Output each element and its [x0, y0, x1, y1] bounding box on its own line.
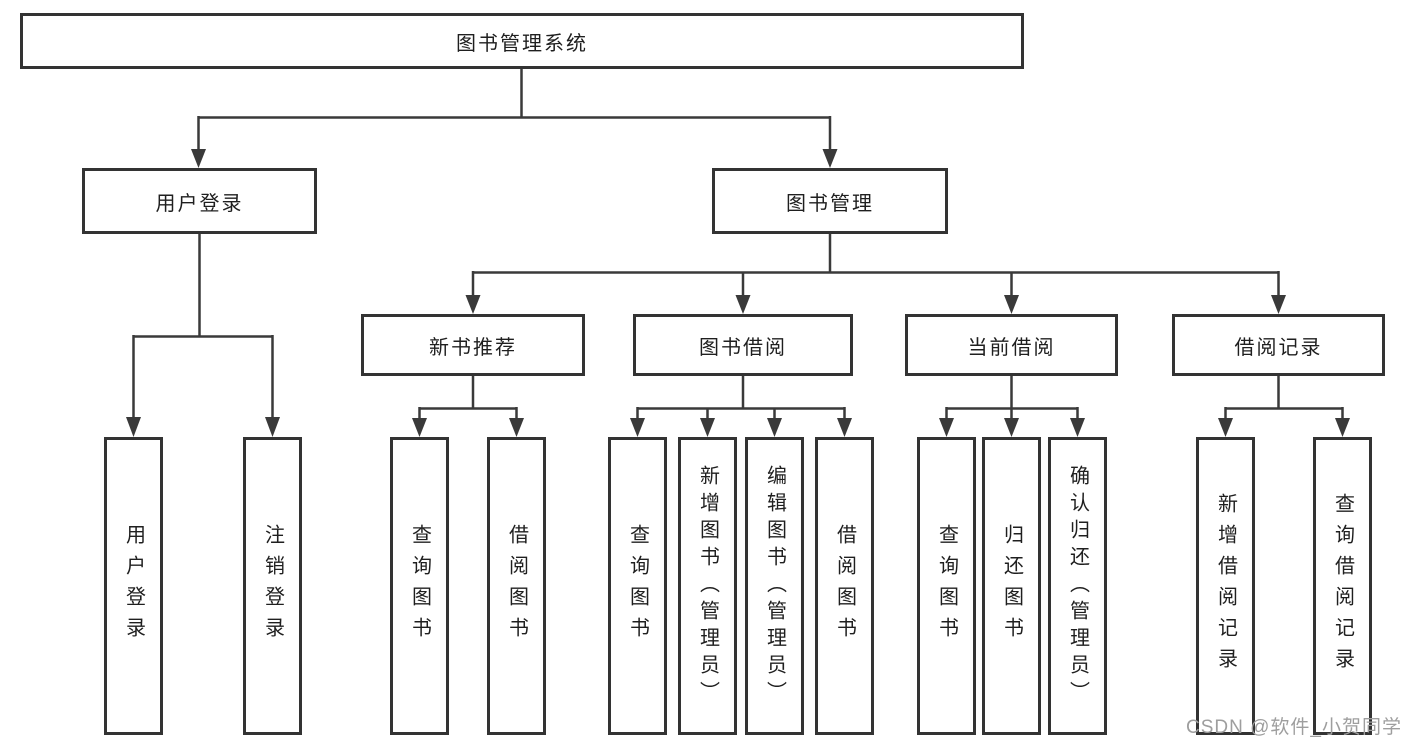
leaf-user-login-label: 用户登录	[122, 524, 145, 648]
connector-borrow-split	[636, 376, 846, 421]
leaf-add-borrow-record-label: 新增借阅记录	[1214, 493, 1237, 679]
leaf-logout-login: 注销登录	[243, 437, 302, 735]
leaf-confirm-return-admin-label: 确认归还（管理员）	[1066, 464, 1089, 708]
leaf-query-books-current: 查询图书	[917, 437, 976, 735]
leaf-add-borrow-record: 新增借阅记录	[1196, 437, 1255, 735]
node-current-borrow: 当前借阅	[905, 314, 1118, 376]
leaf-logout-login-label: 注销登录	[261, 524, 284, 648]
leaf-add-books-admin-label: 新增图书（管理员）	[696, 464, 719, 708]
leaf-query-borrow-record-label: 查询借阅记录	[1331, 493, 1354, 679]
connector-current-split	[945, 376, 1079, 421]
leaf-query-books-recommend-label: 查询图书	[408, 524, 431, 648]
arrowheads-recommend-split	[412, 418, 524, 437]
leaf-confirm-return-admin: 确认归还（管理员）	[1048, 437, 1107, 735]
arrowheads-current-split	[939, 418, 1085, 437]
connector-recommend-split	[418, 376, 518, 421]
arrowheads-root-split	[191, 149, 838, 168]
leaf-return-books-label: 归还图书	[1000, 524, 1023, 648]
node-new-book-recommend: 新书推荐	[361, 314, 585, 376]
leaf-return-books: 归还图书	[982, 437, 1041, 735]
connector-records-split	[1224, 376, 1344, 421]
leaf-query-borrow-record: 查询借阅记录	[1313, 437, 1372, 735]
node-library-system: 图书管理系统	[20, 13, 1024, 69]
leaf-user-login: 用户登录	[104, 437, 163, 735]
connector-root-split	[197, 69, 832, 152]
arrowheads-book-mgmt-split	[465, 295, 1286, 314]
node-book-management: 图书管理	[712, 168, 948, 234]
connector-user-login-split	[132, 234, 274, 420]
connector-book-mgmt-split	[471, 234, 1280, 298]
leaf-query-books-borrow-label: 查询图书	[626, 524, 649, 648]
node-book-borrow: 图书借阅	[633, 314, 853, 376]
arrowheads-user-login-split	[126, 417, 280, 437]
leaf-query-books-recommend: 查询图书	[390, 437, 449, 735]
leaf-borrow-books: 借阅图书	[815, 437, 874, 735]
leaf-borrow-books-recommend-label: 借阅图书	[505, 524, 528, 648]
arrowheads-borrow-split	[630, 418, 852, 437]
leaf-query-books-borrow: 查询图书	[608, 437, 667, 735]
arrowheads-records-split	[1218, 418, 1350, 437]
leaf-edit-books-admin: 编辑图书（管理员）	[745, 437, 804, 735]
leaf-query-books-current-label: 查询图书	[935, 524, 958, 648]
leaf-edit-books-admin-label: 编辑图书（管理员）	[763, 464, 786, 708]
leaf-add-books-admin: 新增图书（管理员）	[678, 437, 737, 735]
leaf-borrow-books-recommend: 借阅图书	[487, 437, 546, 735]
csdn-watermark: CSDN @软件_小贺同学	[1186, 717, 1402, 738]
node-user-login: 用户登录	[82, 168, 317, 234]
node-borrow-records: 借阅记录	[1172, 314, 1385, 376]
leaf-borrow-books-label: 借阅图书	[833, 524, 856, 648]
